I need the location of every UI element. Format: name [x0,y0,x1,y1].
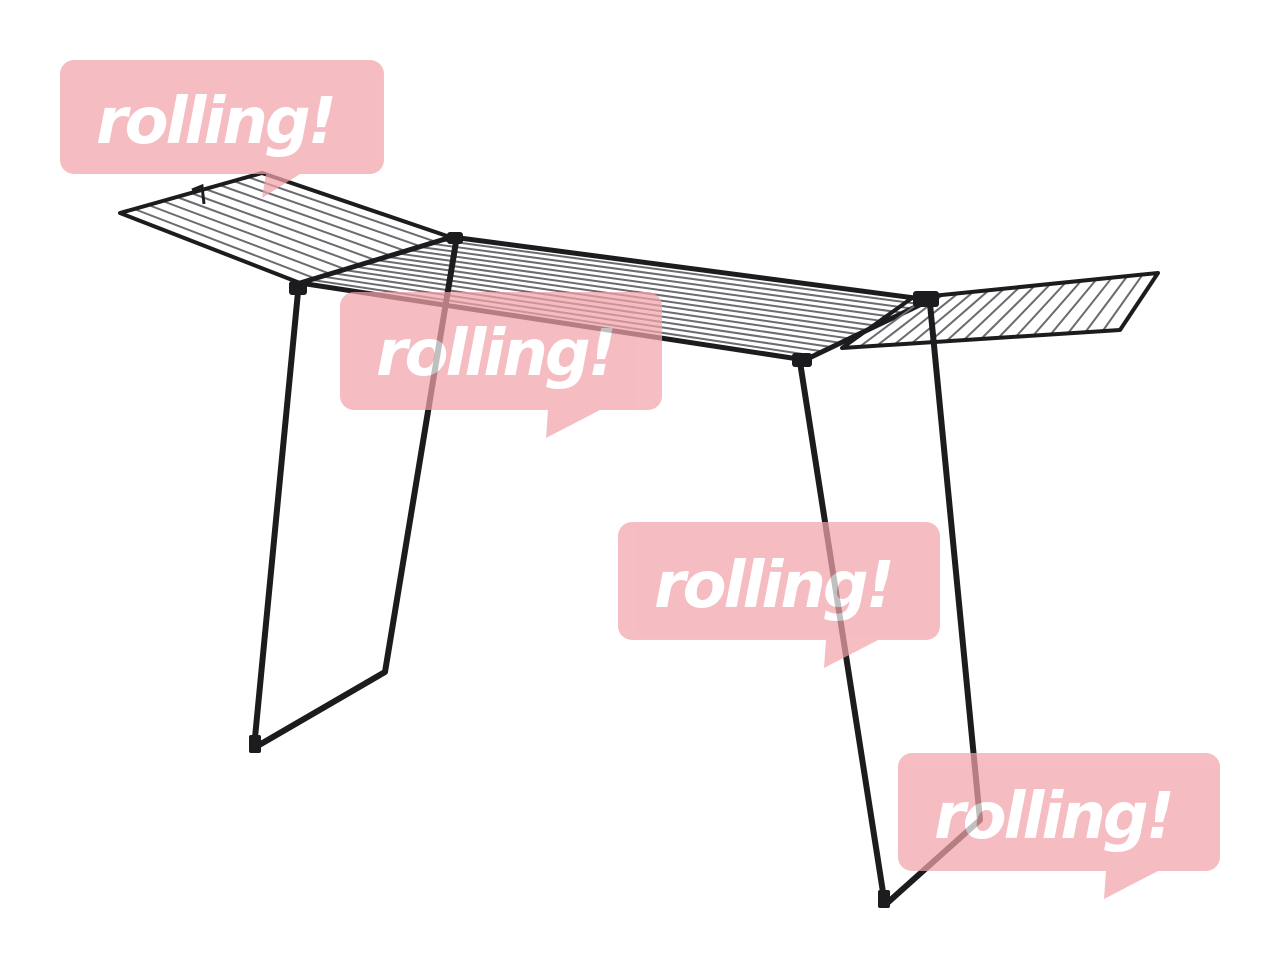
drying-wire [893,292,959,346]
drying-wire [408,249,895,319]
drying-wire [928,289,990,344]
watermark-3-text: rolling! [654,549,892,623]
drying-wire [997,283,1052,339]
watermark-3: rolling! [618,522,940,668]
drying-wire [945,287,1005,342]
left-leg-frame [251,239,459,751]
drying-wire [419,245,904,314]
drying-wire [219,184,406,252]
drying-wire [1049,278,1098,336]
drying-wire [247,176,436,243]
drying-wire [190,192,376,261]
drying-wire [1032,280,1082,337]
drying-wire [176,196,361,266]
drying-wire [430,242,913,310]
watermark-1-text: rolling! [96,85,334,159]
drying-wire [204,188,391,257]
watermark-4: rolling! [898,753,1220,899]
hinges [249,232,939,908]
watermark-1: rolling! [60,60,384,198]
drying-wire [162,200,346,271]
watermark-4-text: rolling! [934,780,1172,854]
drying-wire [386,255,877,327]
drying-wire [1101,273,1144,332]
drying-wire [133,208,316,280]
drying-wire [397,252,886,323]
drying-wire [1084,275,1129,333]
drying-wire [980,284,1036,340]
drying-wire [233,180,421,248]
drying-wire [1067,277,1113,334]
drying-wire [910,290,975,345]
drying-wire [1015,281,1067,338]
drying-wire [441,239,922,306]
drying-wire [148,204,331,275]
drying-wire [962,286,1021,341]
watermark-2: rolling! [340,292,662,438]
watermark-2-text: rolling! [376,317,614,391]
left-wing [118,171,452,285]
